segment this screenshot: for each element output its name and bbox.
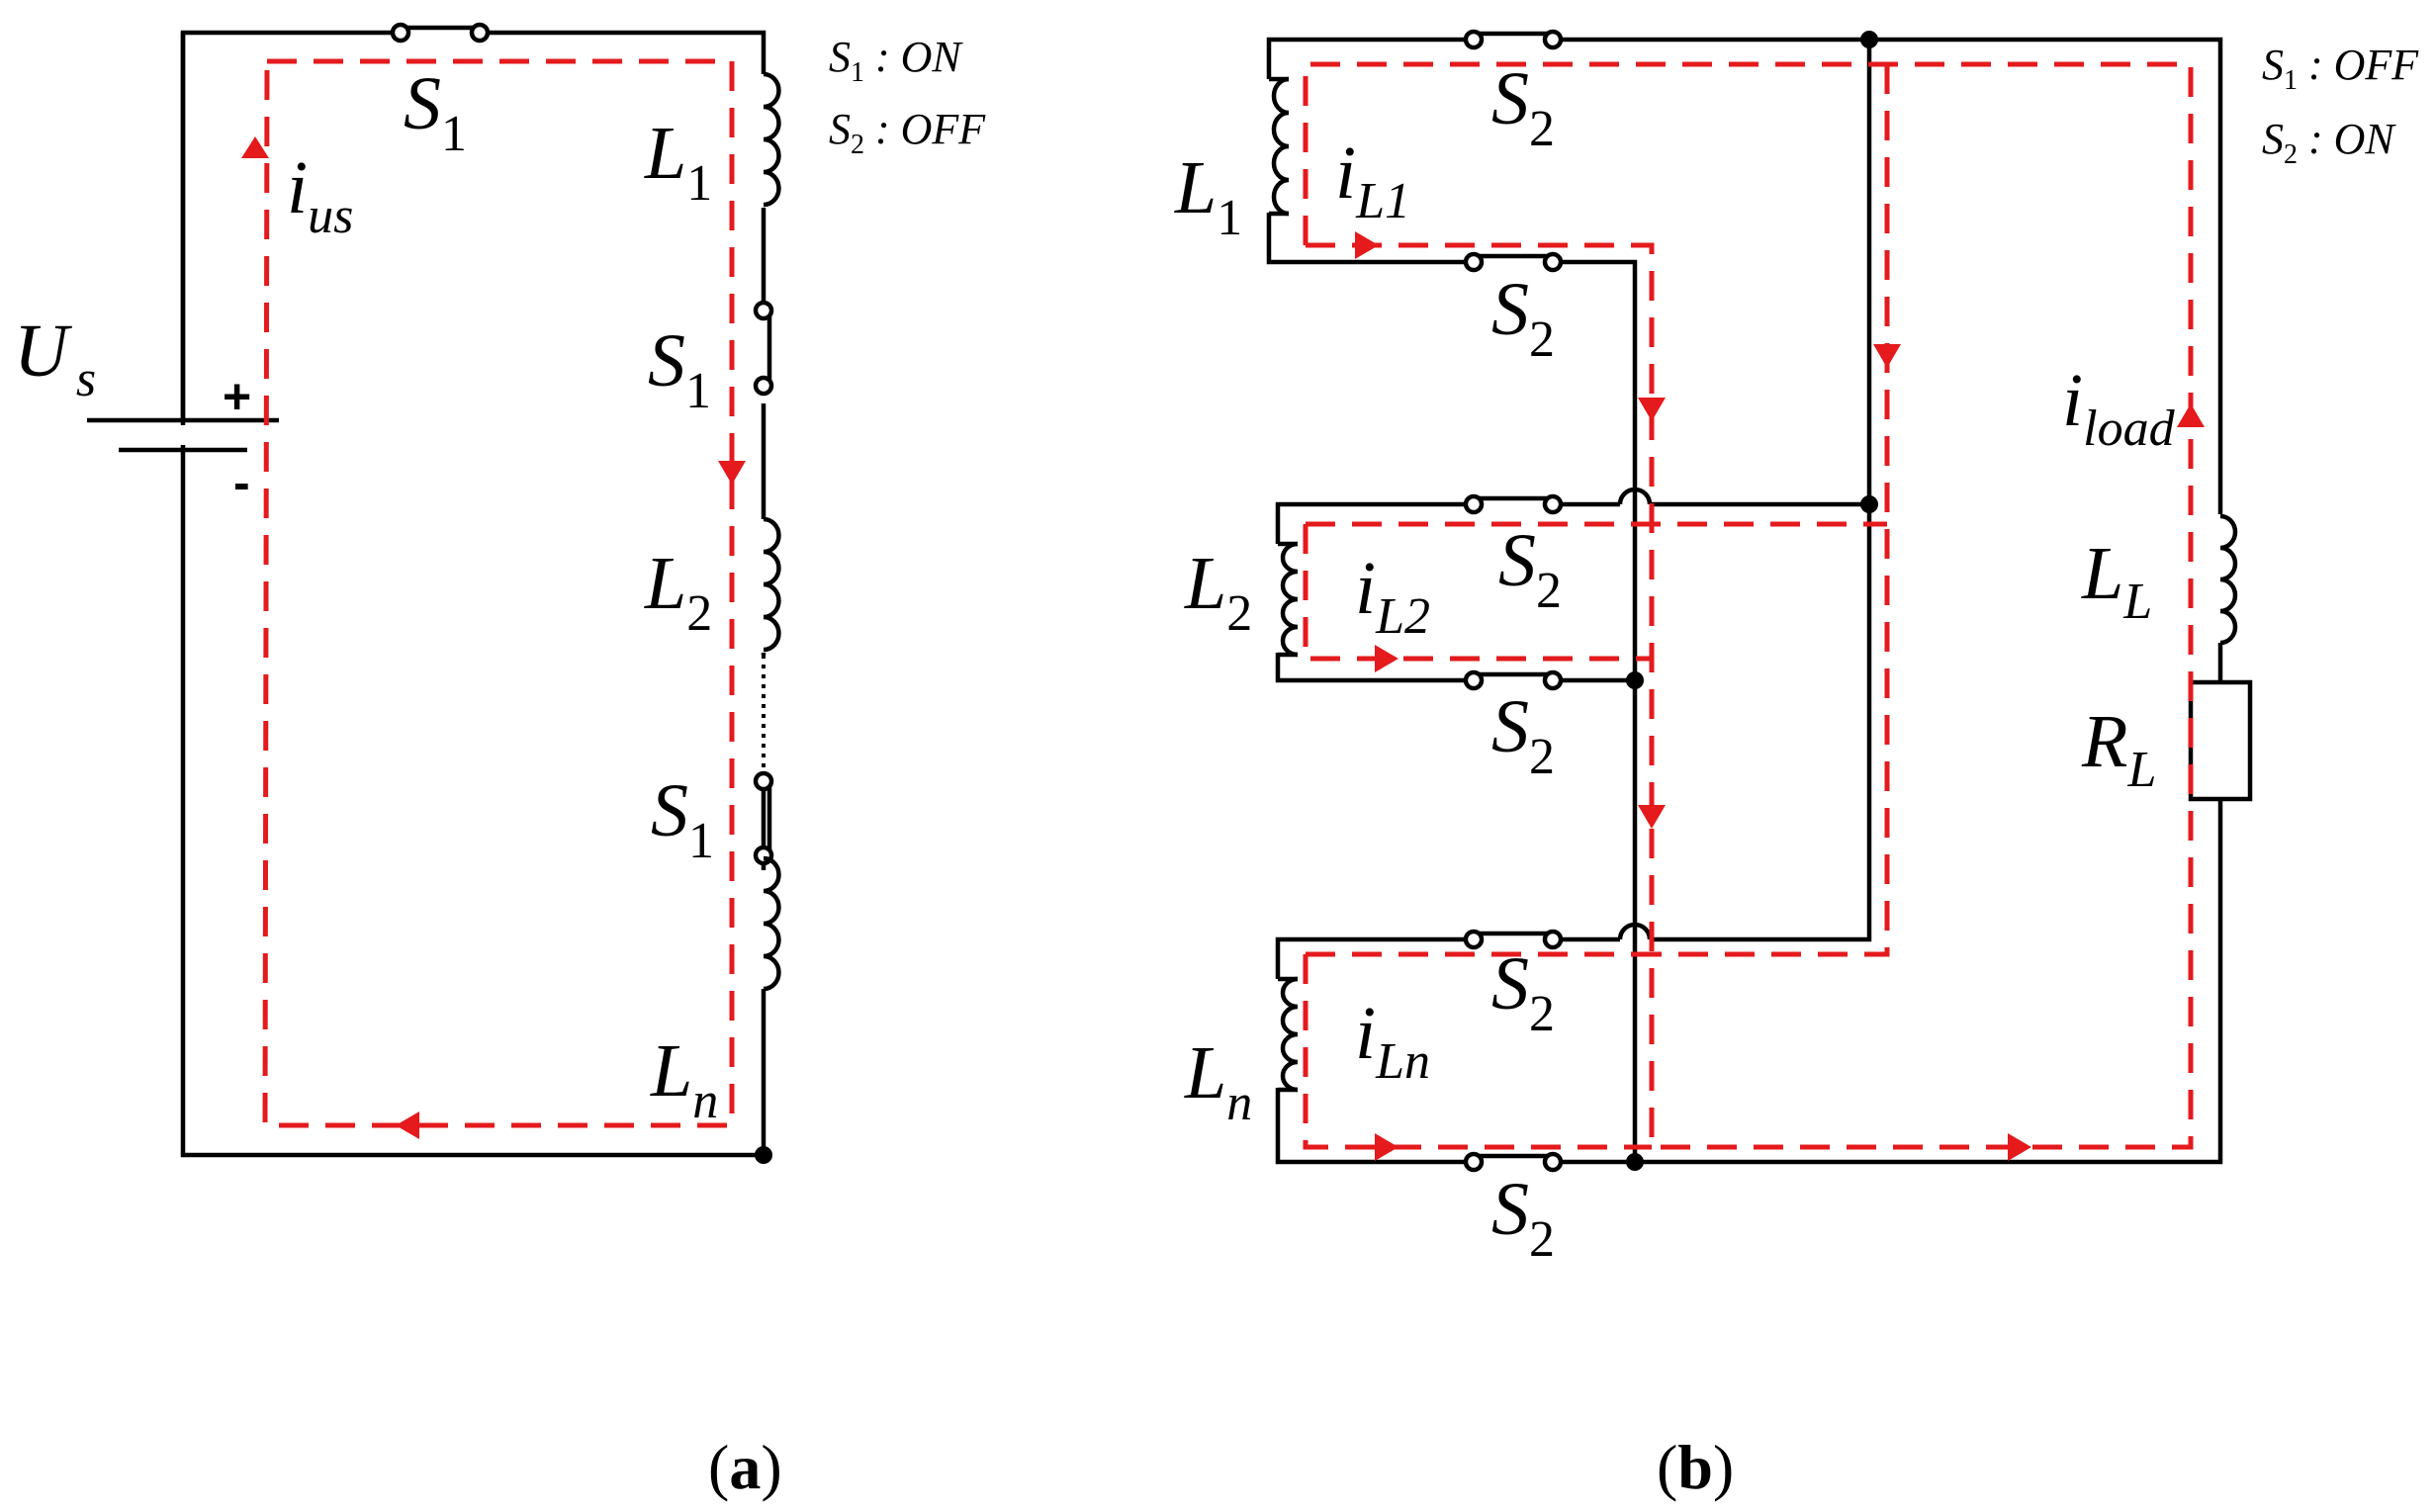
label-switch-top: S1 bbox=[404, 62, 467, 162]
node-bottom bbox=[1626, 1153, 1644, 1171]
label-b-rl: RL bbox=[2081, 700, 2156, 798]
label-s1-lower: S1 bbox=[651, 769, 714, 869]
panel-a-current-path bbox=[241, 58, 746, 1139]
node-mid bbox=[1860, 495, 1878, 513]
switch-s1-lower bbox=[753, 770, 774, 866]
switch-s2-ln-bottom bbox=[1463, 1151, 1564, 1173]
switch-s2-l1-bottom bbox=[1463, 251, 1564, 273]
resistor-rl bbox=[2188, 679, 2253, 802]
panel-b-current-path bbox=[1303, 61, 2205, 1161]
label-s1-upper: S1 bbox=[648, 319, 711, 419]
arrow-down bbox=[718, 461, 746, 485]
switch-s2-ln-top bbox=[1463, 929, 1564, 950]
panel-a-node bbox=[755, 1146, 772, 1164]
node-l2 bbox=[1626, 671, 1644, 689]
state-b-line2: S2 : ON bbox=[2262, 115, 2396, 170]
node-top bbox=[1860, 31, 1878, 48]
inductor-l2 bbox=[763, 516, 781, 653]
label-ln: Ln bbox=[650, 1029, 718, 1129]
label-b-s2-1: S2 bbox=[1491, 57, 1555, 157]
label-b-s2-2: S2 bbox=[1491, 268, 1555, 368]
label-b-s2-6: S2 bbox=[1491, 1168, 1555, 1268]
panel-b: S2 S2 S2 S2 S2 S2 L1 iL1 L2 iL2 Ln iLn i… bbox=[1174, 29, 2419, 1502]
label-b-l1: L1 bbox=[1174, 146, 1242, 246]
label-b-ll: LL bbox=[2081, 532, 2152, 630]
switch-s2-top bbox=[1463, 29, 1564, 50]
label-b-s2-5: S2 bbox=[1491, 942, 1555, 1042]
label-l1: L1 bbox=[644, 112, 712, 212]
switch-s1-upper bbox=[753, 300, 774, 397]
panel-b-wires bbox=[1266, 37, 2253, 1165]
inductor-ln bbox=[763, 855, 781, 992]
inductor-b-ln bbox=[1278, 976, 1299, 1093]
label-b-s2-3: S2 bbox=[1498, 519, 1562, 619]
label-l2: L2 bbox=[644, 542, 712, 642]
label-plus: + bbox=[223, 369, 251, 424]
caption-a: (a) bbox=[708, 1432, 782, 1502]
inductor-l1 bbox=[763, 71, 781, 208]
arrow-up bbox=[241, 136, 269, 158]
label-b-iload: iload bbox=[2062, 359, 2176, 457]
switch-top-s1 bbox=[390, 22, 491, 44]
switch-s2-l2-bottom bbox=[1463, 669, 1564, 691]
inductor-b-l2 bbox=[1278, 541, 1299, 658]
state-a-line1: S1 : ON bbox=[829, 33, 963, 88]
label-b-il2: iL2 bbox=[1355, 547, 1430, 645]
inductor-b-load bbox=[2219, 513, 2238, 646]
label-b-l2: L2 bbox=[1184, 542, 1252, 642]
label-b-s2-4: S2 bbox=[1491, 685, 1555, 785]
label-current-us: ius bbox=[287, 146, 353, 244]
switch-s2-l2-top bbox=[1463, 493, 1564, 515]
label-b-iln: iLn bbox=[1355, 992, 1430, 1090]
state-b-line1: S1 : OFF bbox=[2262, 41, 2419, 96]
label-minus: - bbox=[233, 455, 250, 510]
inductor-b-l1 bbox=[1269, 76, 1290, 217]
label-b-il1: iL1 bbox=[1335, 132, 1410, 229]
panel-a-wires bbox=[87, 30, 767, 1158]
label-b-ln: Ln bbox=[1184, 1031, 1252, 1131]
caption-b: (b) bbox=[1657, 1432, 1734, 1502]
arrow-left bbox=[396, 1112, 419, 1139]
state-a-line2: S2 : OFF bbox=[829, 105, 986, 160]
